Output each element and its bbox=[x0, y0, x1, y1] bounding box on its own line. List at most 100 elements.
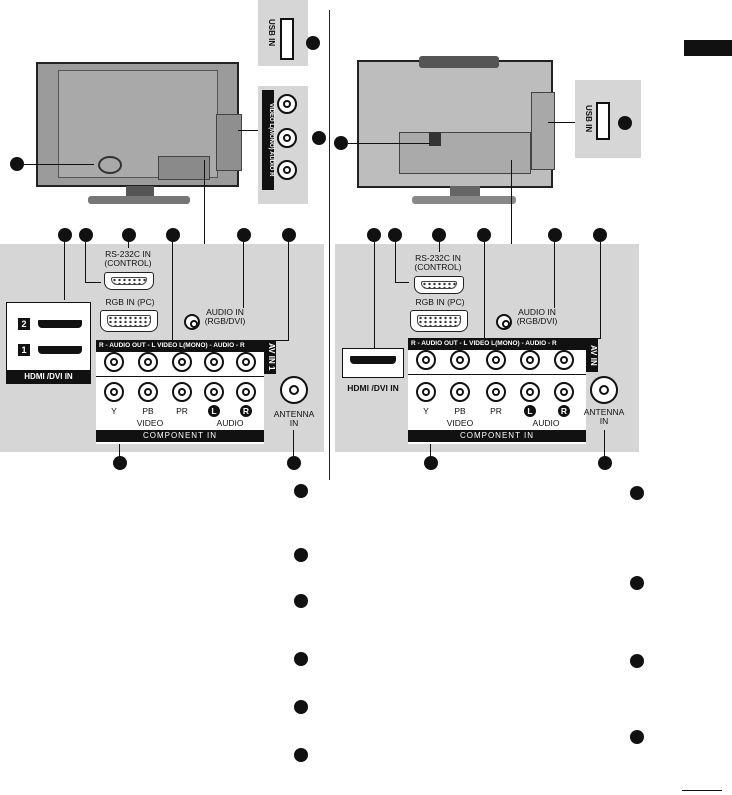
left-callout-hdmi bbox=[58, 228, 72, 242]
left-usb-port[interactable] bbox=[280, 18, 294, 60]
left-callout-audio-rgb bbox=[237, 228, 251, 242]
left-audio-out-r[interactable] bbox=[104, 352, 124, 372]
right-callout-antenna bbox=[598, 456, 612, 470]
right-antenna-label: ANTENNA IN bbox=[583, 407, 625, 426]
right-av-audio-l[interactable] bbox=[520, 350, 540, 370]
left-antenna-label: ANTENNA IN bbox=[273, 409, 315, 428]
right-bullet-3 bbox=[630, 654, 644, 668]
left-side-strip-label: VIDEO L(MONO) AUDIO R bbox=[262, 90, 274, 190]
right-callout-av bbox=[593, 228, 607, 242]
left-video-sublabel: VIDEO bbox=[136, 418, 164, 428]
left-audio-out-l[interactable] bbox=[138, 352, 158, 372]
left-audio-sublabel: AUDIO bbox=[216, 418, 244, 428]
left-rgb-port[interactable] bbox=[100, 310, 158, 332]
right-callout-lock bbox=[334, 136, 348, 150]
right-tv-back bbox=[357, 56, 555, 188]
left-bullet-2 bbox=[294, 548, 308, 562]
left-side-video[interactable] bbox=[277, 160, 297, 180]
left-comp-y[interactable] bbox=[104, 382, 124, 402]
left-comp-l-label: L bbox=[208, 405, 220, 417]
left-antenna-port[interactable] bbox=[280, 376, 308, 404]
left-audio-rgb-port[interactable] bbox=[184, 314, 200, 330]
left-comp-pb-label: PB bbox=[142, 406, 154, 416]
left-av-audio-r[interactable] bbox=[236, 352, 256, 372]
right-audio-sublabel: AUDIO bbox=[532, 418, 560, 428]
right-comp-r-label: R bbox=[558, 405, 570, 417]
right-hdmi-port[interactable] bbox=[350, 356, 396, 364]
right-bullet-1 bbox=[630, 486, 644, 500]
right-callout-rgb bbox=[388, 228, 402, 242]
right-audio-rgb-label: AUDIO IN (RGB/DVI) bbox=[516, 307, 558, 326]
right-callout-hdmi bbox=[367, 228, 381, 242]
right-component-label: COMPONENT IN bbox=[408, 430, 586, 442]
left-rs232-port[interactable] bbox=[104, 272, 154, 290]
right-rgb-label: RGB IN (PC) bbox=[415, 297, 465, 307]
right-comp-audio-r[interactable] bbox=[554, 382, 574, 402]
left-side-audio-r[interactable] bbox=[277, 94, 297, 114]
left-callout-usb bbox=[306, 36, 320, 50]
left-callout-lock bbox=[10, 157, 24, 171]
right-comp-pr-label: PR bbox=[490, 406, 502, 416]
left-component-label: COMPONENT IN bbox=[96, 430, 264, 442]
right-rs232-port[interactable] bbox=[414, 276, 464, 294]
left-callout-rs232 bbox=[122, 228, 136, 242]
right-usb-port[interactable] bbox=[596, 102, 610, 140]
right-bullet-2 bbox=[630, 576, 644, 590]
right-callout-rs232 bbox=[432, 228, 446, 242]
left-comp-audio-r[interactable] bbox=[236, 382, 256, 402]
right-comp-y[interactable] bbox=[416, 382, 436, 402]
right-av-label: AV IN bbox=[586, 338, 598, 372]
right-audio-out-strip: R - AUDIO OUT - L VIDEO L(MONO) - AUDIO … bbox=[408, 338, 586, 350]
page-number-rule bbox=[682, 790, 722, 791]
left-av-video[interactable] bbox=[172, 352, 192, 372]
right-comp-audio-l[interactable] bbox=[520, 382, 540, 402]
right-av-audio-r[interactable] bbox=[554, 350, 574, 370]
right-callout-audio-out bbox=[477, 228, 491, 242]
left-comp-r-label: R bbox=[240, 405, 252, 417]
right-callout-usb bbox=[618, 116, 632, 130]
right-av-video[interactable] bbox=[486, 350, 506, 370]
right-rgb-port[interactable] bbox=[410, 310, 468, 332]
right-usb-label: USB IN bbox=[584, 105, 593, 133]
left-av-audio-l[interactable] bbox=[204, 352, 224, 372]
left-comp-y-label: Y bbox=[111, 406, 117, 416]
left-hdmi-port-1[interactable] bbox=[38, 346, 82, 354]
right-comp-pr[interactable] bbox=[486, 382, 506, 402]
left-tv-stand bbox=[126, 186, 154, 198]
left-rgb-label: RGB IN (PC) bbox=[105, 297, 155, 307]
right-tv-base bbox=[412, 196, 516, 204]
left-bullet-5 bbox=[294, 700, 308, 714]
left-bullet-6 bbox=[294, 748, 308, 762]
right-comp-l-label: L bbox=[524, 405, 536, 417]
left-hdmi-num-2: 2 bbox=[18, 318, 30, 330]
left-hdmi-num-1: 1 bbox=[18, 344, 30, 356]
left-rs232-label: RS-232C IN (CONTROL) bbox=[104, 249, 152, 268]
left-hdmi-port-2[interactable] bbox=[38, 320, 82, 328]
left-callout-audio-out bbox=[166, 228, 180, 242]
left-hdmi-label: HDMI /DVI IN bbox=[6, 370, 91, 384]
left-callout-rgb bbox=[79, 228, 93, 242]
right-bullet-4 bbox=[630, 730, 644, 744]
right-rs232-label: RS-232C IN (CONTROL) bbox=[414, 253, 462, 272]
left-comp-pb[interactable] bbox=[138, 382, 158, 402]
left-comp-pr[interactable] bbox=[172, 382, 192, 402]
section-tab bbox=[684, 40, 732, 56]
left-tv-back bbox=[36, 62, 242, 187]
right-audio-rgb-port[interactable] bbox=[496, 314, 512, 330]
right-comp-pb[interactable] bbox=[450, 382, 470, 402]
right-audio-out-r[interactable] bbox=[416, 350, 436, 370]
left-callout-component bbox=[113, 456, 127, 470]
left-callout-antenna bbox=[287, 456, 301, 470]
left-comp-pr-label: PR bbox=[176, 406, 188, 416]
right-audio-out-l[interactable] bbox=[450, 350, 470, 370]
right-callout-audio-rgb bbox=[548, 228, 562, 242]
left-bullet-1 bbox=[294, 484, 308, 498]
left-bullet-3 bbox=[294, 594, 308, 608]
left-callout-av bbox=[282, 228, 296, 242]
left-bullet-4 bbox=[294, 652, 308, 666]
left-side-audio-l[interactable] bbox=[277, 128, 297, 148]
left-usb-label: USB IN bbox=[267, 19, 276, 47]
left-comp-audio-l[interactable] bbox=[204, 382, 224, 402]
right-antenna-port[interactable] bbox=[590, 376, 618, 404]
left-audio-out-strip: R - AUDIO OUT - L VIDEO L(MONO) - AUDIO … bbox=[96, 340, 264, 352]
